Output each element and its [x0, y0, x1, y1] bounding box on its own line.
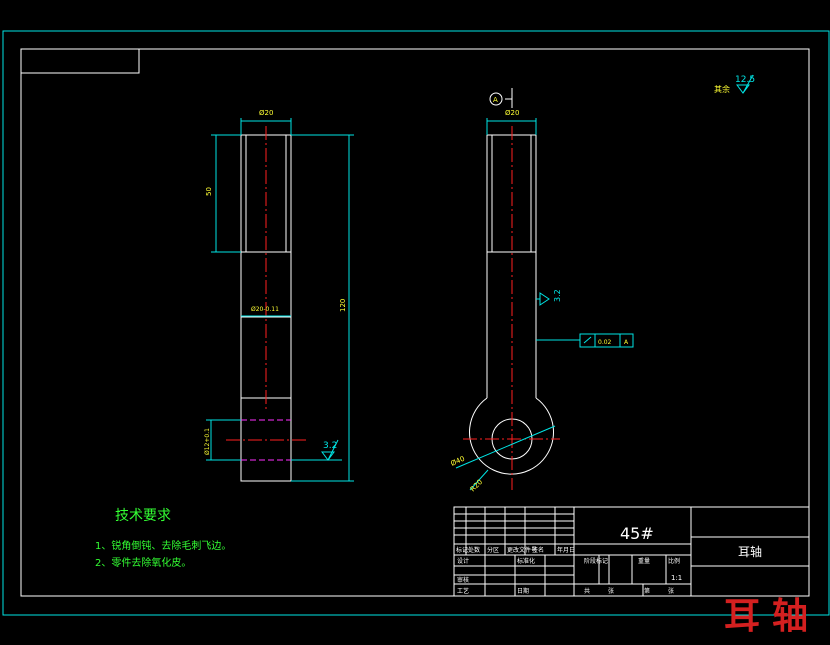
title-block-label: 第	[644, 587, 650, 595]
roughness-other-value: 12.5	[735, 75, 755, 85]
title-block-label: 共	[584, 587, 590, 595]
side-view	[455, 88, 634, 491]
title-block	[453, 506, 810, 597]
title-block-label: 处数	[468, 546, 480, 554]
outer-frame	[2, 30, 830, 616]
title-block-label: 工艺	[457, 587, 469, 595]
dim-side-radius: R20	[469, 478, 484, 493]
tech-req-item-2: 2、零件去除氧化皮。	[95, 556, 191, 569]
tolerance-value: 0.02	[598, 339, 612, 346]
material-label: 45#	[620, 524, 654, 543]
tech-req-item-1: 1、锐角倒钝、去除毛刺飞边。	[95, 539, 231, 552]
part-name: 耳轴	[738, 544, 762, 559]
title-block-label: 分区	[487, 546, 499, 554]
title-block-label: 审核	[457, 576, 469, 584]
title-block-label: 年月日	[557, 546, 575, 554]
title-block-label: 更改文件号	[507, 546, 537, 554]
dim-front-dia-mid: Ø20-0.11	[251, 306, 279, 313]
tech-req-title: 技术要求	[115, 508, 171, 524]
title-block-label: 比例	[668, 557, 680, 565]
tolerance-datum: A	[624, 339, 629, 346]
dim-side-dia-top: Ø20	[505, 109, 519, 117]
title-block-label: 设计	[457, 557, 469, 565]
roughness-front-value: 3.2	[323, 441, 337, 451]
tolerance-frame	[579, 333, 634, 348]
dim-side-dia-ring: Ø40	[450, 455, 466, 468]
dim-front-total: 120	[339, 299, 347, 312]
corner-code-box	[20, 48, 140, 74]
title-block-label: 签名	[532, 546, 544, 554]
scale-value: 1:1	[671, 574, 682, 582]
dim-front-dia-top: Ø20	[259, 109, 273, 117]
title-block-label: 重量	[638, 557, 650, 565]
datum-label: A	[493, 96, 498, 104]
roughness-side-value: 3.2	[553, 289, 562, 302]
datum-marker	[489, 92, 503, 106]
title-block-label: 日期	[517, 587, 529, 595]
inner-frame	[20, 48, 810, 597]
watermark-part-name: 耳轴	[724, 596, 820, 637]
title-block-label: 张	[668, 587, 674, 595]
front-view	[206, 118, 354, 482]
title-block-label: 张	[608, 587, 614, 595]
roughness-other-symbol	[736, 74, 754, 94]
title-block-label: 阶段标记	[584, 557, 608, 565]
roughness-symbol	[321, 439, 339, 461]
dim-front-hole: Ø12+0.1	[204, 428, 211, 455]
title-block-label: 标准化	[517, 557, 535, 565]
roughness-other-label: 其余	[714, 84, 730, 94]
title-block-label: 标记	[456, 546, 468, 554]
dim-front-thread-length: 50	[205, 187, 213, 196]
